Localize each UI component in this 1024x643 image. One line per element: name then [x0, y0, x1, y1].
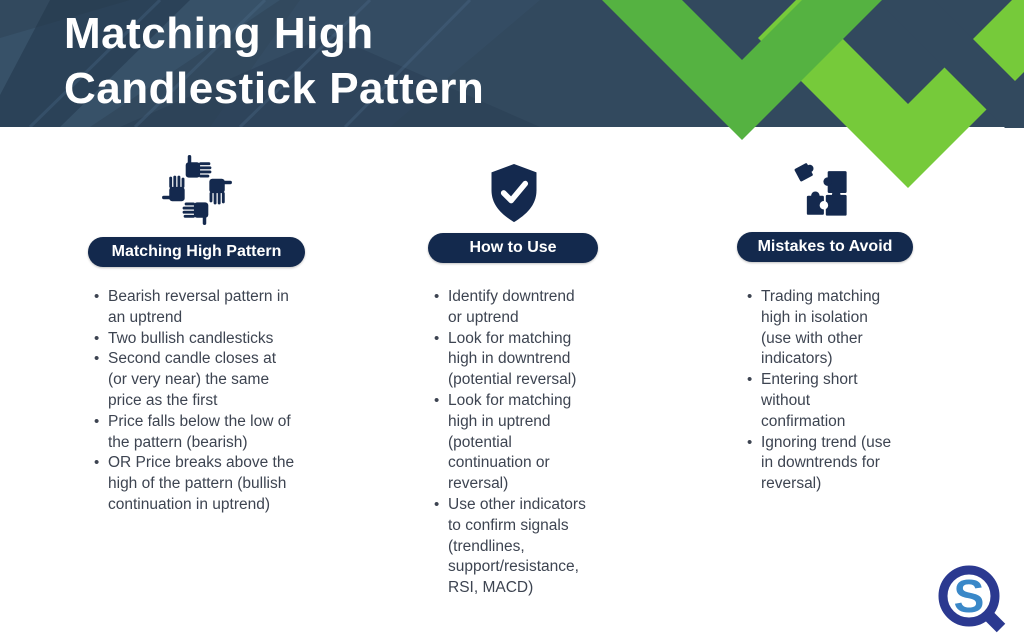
brand-logo: S: [938, 565, 1006, 633]
bullet-dot: •: [94, 329, 100, 347]
bullet-dot: •: [94, 454, 100, 472]
list-item: •Entering short without confirmation: [747, 371, 858, 430]
page-title-line1: Matching High: [64, 9, 374, 58]
list-item: •Use other indicators to confirm signals…: [434, 495, 586, 597]
list-item: •Two bullish candlesticks: [94, 329, 324, 350]
matching-high-pattern-list: •Bearish reversal pattern in an uptrend …: [94, 287, 324, 516]
list-item: •Second candle closes at (or very near) …: [94, 350, 277, 409]
building-photo-texture: [0, 0, 540, 127]
list-item: •Look for matching high in downtrend (po…: [434, 329, 577, 389]
bullet-dot: •: [94, 350, 100, 368]
bullet-dot: •: [434, 329, 440, 347]
section-pill-how-to-use: How to Use: [428, 233, 598, 263]
page-title-line2: Candlestick Pattern: [64, 64, 485, 113]
bullet-dot: •: [747, 433, 753, 451]
bullet-dot: •: [747, 288, 753, 305]
how-to-use-list: •Identify downtrend or uptrend •Look for…: [434, 287, 624, 599]
bullet-dot: •: [434, 288, 440, 305]
pill-label: How to Use: [469, 239, 557, 256]
section-pill-matching-high-pattern: Matching High Pattern: [88, 237, 305, 267]
logo-letter: S: [954, 570, 985, 622]
list-item: •Look for matching high in uptrend (pote…: [434, 391, 572, 493]
list-item: •Bearish reversal pattern in an uptrend: [94, 288, 289, 326]
mistakes-to-avoid-list: •Trading matching high in isolation (use…: [747, 287, 927, 495]
section-pill-mistakes-to-avoid: Mistakes to Avoid: [737, 232, 913, 262]
team-hands-icon: [162, 155, 232, 225]
list-item: •OR Price breaks above the high of the p…: [94, 454, 295, 513]
bullet-dot: •: [434, 391, 440, 409]
header-banner: Matching High Candlestick Pattern: [0, 0, 1024, 127]
shield-check-icon: [491, 163, 537, 223]
page-title: Matching High Candlestick Pattern: [64, 6, 484, 116]
bullet-dot: •: [94, 412, 100, 430]
list-item: •Identify downtrend or uptrend: [434, 288, 575, 326]
bullet-dot: •: [747, 371, 753, 389]
list-item: •Price falls below the low of the patter…: [94, 412, 291, 451]
bullet-dot: •: [434, 495, 440, 513]
bullet-dot: •: [94, 288, 100, 305]
pill-label: Mistakes to Avoid: [757, 238, 893, 255]
pill-label: Matching High Pattern: [111, 243, 282, 260]
puzzle-mistake-icon: [794, 163, 847, 216]
list-item: •Trading matching high in isolation (use…: [747, 288, 881, 368]
list-item: •Ignoring trend (use in downtrends for r…: [747, 433, 892, 493]
